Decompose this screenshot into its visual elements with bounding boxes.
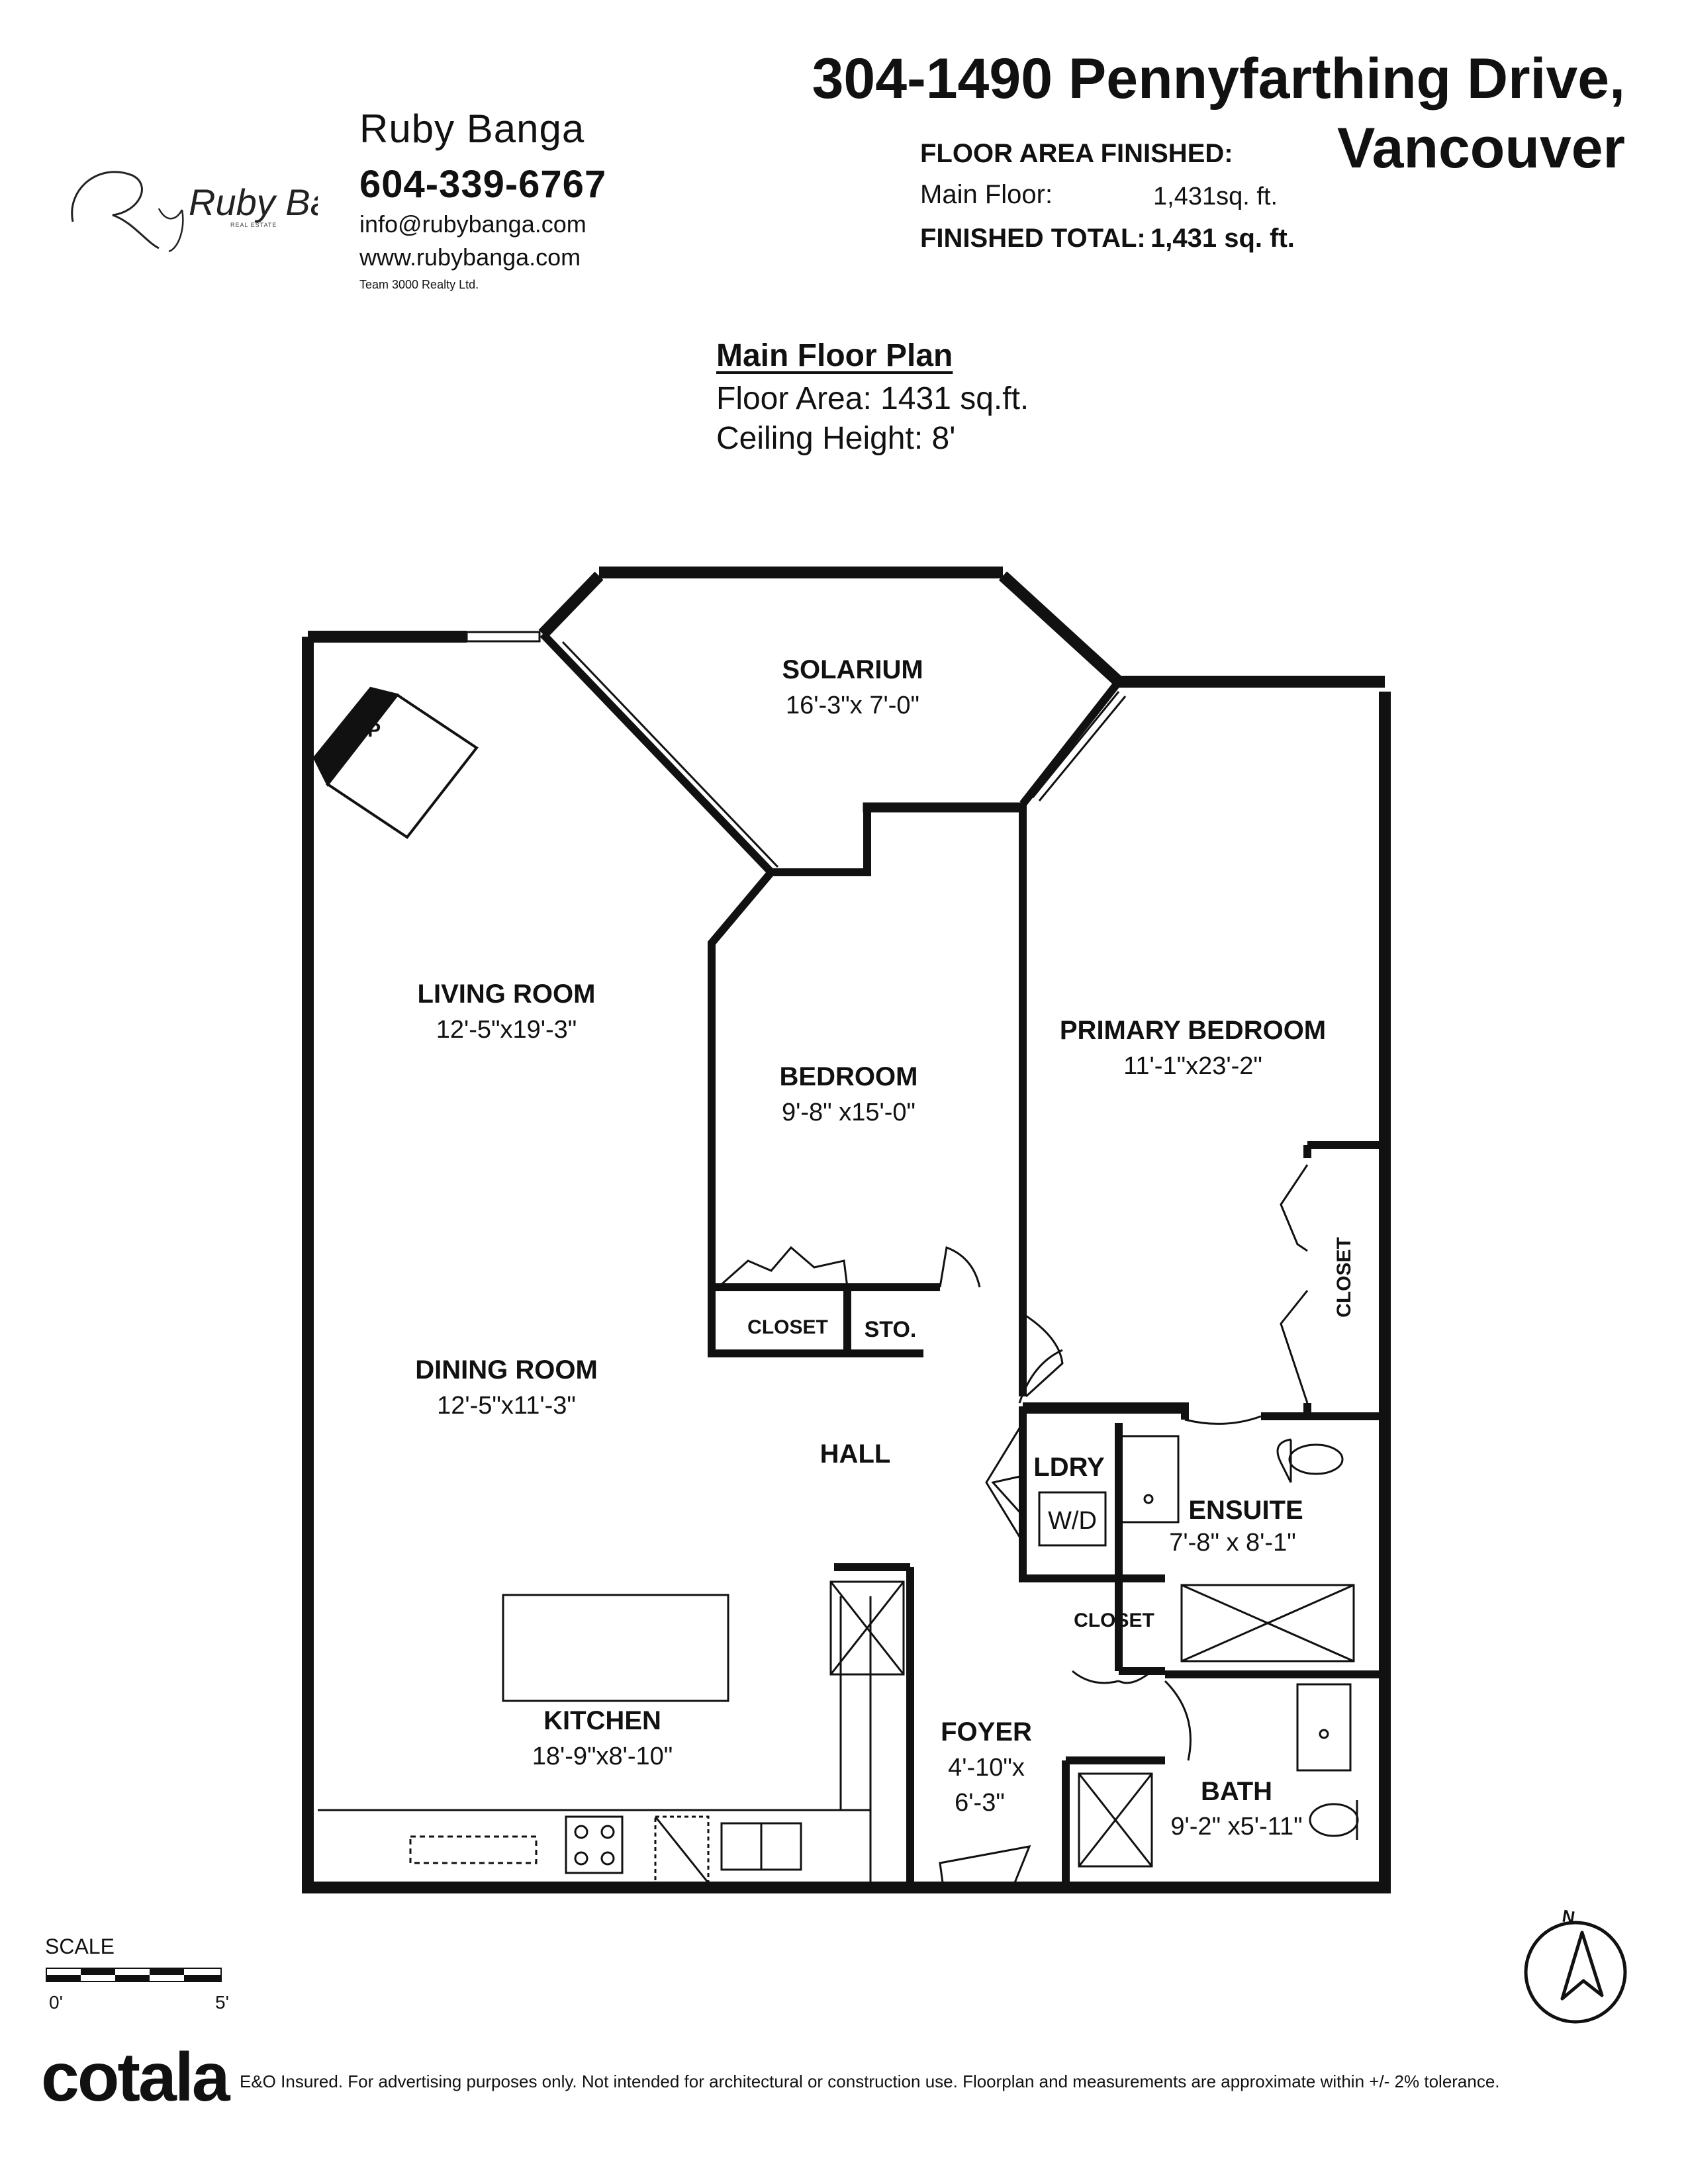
- plan-title: Main Floor Plan: [716, 338, 953, 373]
- primary-closet-name: CLOSET: [1333, 1237, 1355, 1318]
- bedroom-name: BEDROOM: [780, 1062, 918, 1091]
- scale-label: SCALE: [45, 1934, 115, 1958]
- scale-bar: [46, 1968, 222, 1982]
- hall-name: HALL: [820, 1439, 891, 1469]
- bedroom-closet-name: CLOSET: [747, 1316, 828, 1338]
- ensuite-name: ENSUITE: [1188, 1496, 1303, 1525]
- bath-name: BATH: [1201, 1777, 1272, 1806]
- compass-north-label: N: [1561, 1906, 1577, 1928]
- ensuite-dims: 7'-8" x 8'-1": [1169, 1529, 1295, 1557]
- fireplace: [312, 686, 479, 839]
- plan-ceiling-height: Ceiling Height: 8': [716, 421, 956, 456]
- disclaimer: E&O Insured. For advertising purposes on…: [240, 2071, 1500, 2091]
- floor-area-heading: FLOOR AREA FINISHED:: [920, 139, 1233, 168]
- address-line-1: 304-1490 Pennyfarthing Drive,: [812, 47, 1625, 111]
- main-floor-value: 1,431sq. ft.: [1153, 183, 1278, 210]
- finished-total-label: FINISHED TOTAL:: [920, 224, 1146, 253]
- dining-room-dims: 12'-5"x11'-3": [437, 1392, 576, 1420]
- agent-brokerage: Team 3000 Realty Ltd.: [359, 278, 479, 291]
- exterior-walls: [302, 567, 1391, 1893]
- primary-bedroom-dims: 11'-1"x23'-2": [1123, 1052, 1262, 1080]
- address-line-2: Vancouver: [1337, 116, 1625, 180]
- scale-end: 5': [215, 1992, 229, 2013]
- kitchen-fixtures: [318, 1580, 905, 1888]
- kitchen-name: KITCHEN: [543, 1706, 661, 1735]
- logo-subtext: REAL ESTATE: [230, 222, 277, 228]
- agent-phone: 604-339-6767: [359, 163, 607, 206]
- agent-name: Ruby Banga: [359, 107, 585, 151]
- agent-logo: Ruby Banga REAL ESTATE: [71, 171, 318, 253]
- scale-start: 0': [49, 1992, 63, 2013]
- bathroom-fixtures: [1038, 1435, 1359, 1868]
- agent-email: info@rubybanga.com: [359, 210, 586, 238]
- laundry-name: LDRY: [1033, 1453, 1105, 1482]
- hall-closet-name: CLOSET: [1074, 1610, 1154, 1631]
- logo-text: Ruby Banga: [189, 181, 318, 223]
- foyer-dims-line-2: 6'-3": [955, 1789, 1005, 1817]
- foyer-dims-line-1: 4'-10"x: [948, 1754, 1025, 1782]
- living-room-name: LIVING ROOM: [418, 979, 596, 1009]
- dining-room-name: DINING ROOM: [415, 1355, 598, 1385]
- fireplace-label: FP: [355, 719, 381, 741]
- main-floor-label: Main Floor:: [920, 180, 1053, 209]
- finished-total-value: 1,431 sq. ft.: [1150, 224, 1295, 253]
- primary-bedroom-name: PRIMARY BEDROOM: [1060, 1016, 1326, 1045]
- storage-name: STO.: [865, 1317, 917, 1342]
- kitchen-dims: 18'-9"x8'-10": [532, 1743, 673, 1770]
- living-room-dims: 12'-5"x19'-3": [436, 1016, 577, 1044]
- foyer-name: FOYER: [941, 1717, 1032, 1747]
- cotala-logo: cotala: [41, 2039, 230, 2116]
- solarium-dims: 16'-3"x 7'-0": [786, 692, 919, 719]
- washer-dryer-label: W/D: [1048, 1507, 1097, 1535]
- doors: [718, 1164, 1309, 1889]
- north-compass-icon: N: [1524, 1906, 1627, 2024]
- bath-dims: 9'-2" x5'-11": [1170, 1813, 1302, 1841]
- agent-website: www.rubybanga.com: [359, 244, 581, 271]
- plan-floor-area: Floor Area: 1431 sq.ft.: [716, 381, 1029, 416]
- interior-walls: [539, 631, 1385, 1888]
- solarium-name: SOLARIUM: [782, 655, 923, 684]
- bedroom-dims: 9'-8" x15'-0": [782, 1099, 915, 1126]
- solarium-doors: [551, 641, 1127, 872]
